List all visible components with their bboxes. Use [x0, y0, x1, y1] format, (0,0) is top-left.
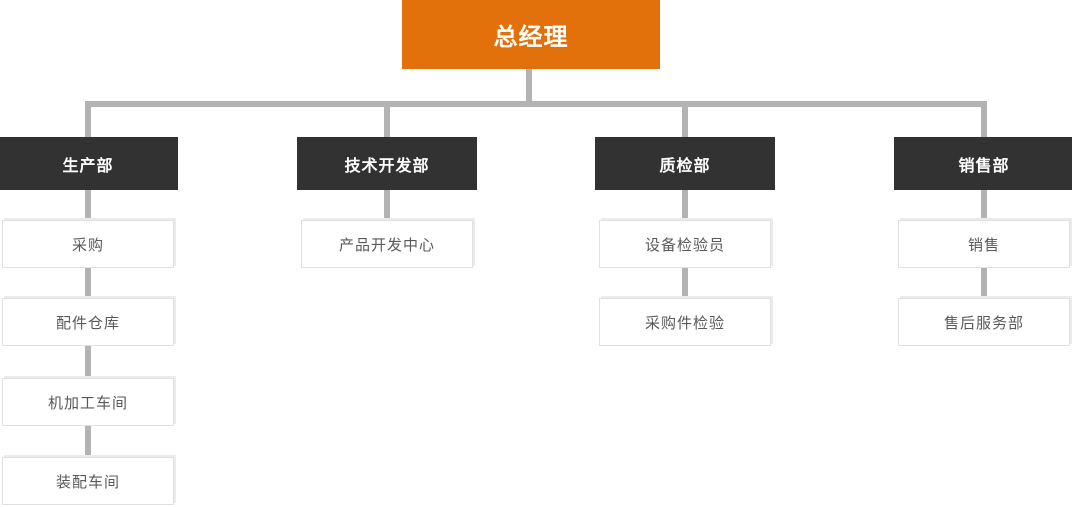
org-node-procurement: 采购: [2, 220, 174, 268]
org-node-label: 总经理: [493, 24, 569, 51]
connector-column-production: [85, 101, 91, 458]
org-node-product-dev-center: 产品开发中心: [301, 220, 473, 268]
org-node-parts-warehouse: 配件仓库: [2, 298, 174, 346]
org-node-sales: 销售: [898, 220, 1070, 268]
org-node-label: 配件仓库: [55, 314, 120, 332]
org-node-label: 机加工车间: [47, 394, 128, 412]
org-node-label: 质检部: [659, 157, 711, 175]
connector-horizontal-bar: [85, 101, 987, 107]
org-node-label: 设备检验员: [644, 236, 725, 254]
org-node-dept-production: 生产部: [0, 137, 178, 190]
org-node-label: 采购件检验: [644, 314, 725, 332]
connector-column-qc: [682, 101, 688, 299]
org-node-label: 产品开发中心: [338, 236, 435, 254]
org-node-after-sales-service: 售后服务部: [898, 298, 1070, 346]
org-node-dept-quality-inspection: 质检部: [595, 137, 775, 190]
org-node-general-manager: 总经理: [402, 0, 660, 69]
org-node-label: 售后服务部: [943, 314, 1024, 332]
connector-root-trunk: [526, 69, 532, 106]
connector-column-sales: [981, 101, 987, 299]
org-node-equipment-inspector: 设备检验员: [599, 220, 771, 268]
org-node-purchased-parts-inspection: 采购件检验: [599, 298, 771, 346]
org-node-label: 生产部: [62, 157, 114, 175]
org-node-assembly-workshop: 装配车间: [2, 457, 174, 505]
org-node-label: 销售部: [958, 157, 1010, 175]
org-node-label: 销售: [967, 236, 1000, 254]
org-node-dept-tech-development: 技术开发部: [297, 137, 477, 190]
org-node-machining-workshop: 机加工车间: [2, 378, 174, 426]
org-node-dept-sales: 销售部: [894, 137, 1072, 190]
org-node-label: 技术开发部: [344, 157, 430, 175]
org-node-label: 采购: [71, 236, 104, 254]
org-node-label: 装配车间: [55, 473, 120, 491]
